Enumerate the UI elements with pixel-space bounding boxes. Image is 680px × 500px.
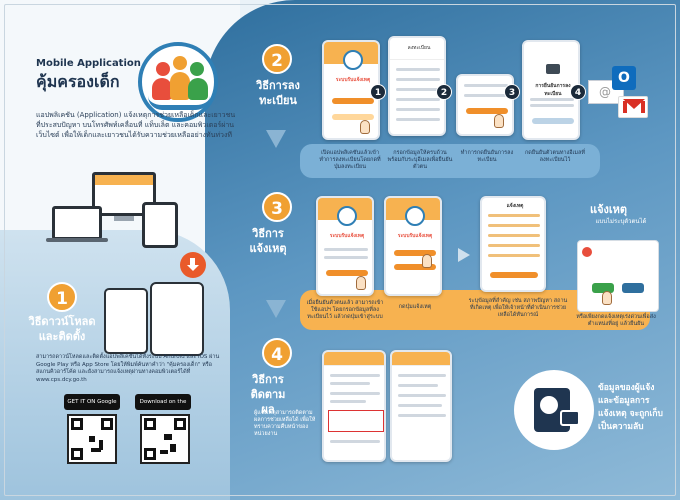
flow-arrow-right — [458, 248, 470, 262]
flow-arrow-2 — [266, 300, 286, 318]
google-play-button[interactable]: GET IT ON Google Play — [64, 394, 120, 421]
download-instructions: สามารถดาวน์โหลดและติดตั้งแอปพลิเคชันได้ท… — [36, 354, 220, 383]
report-phone-1: ระบบรับแจ้งเหตุ — [316, 196, 374, 296]
report-phone-3: แจ้งเหตุ — [480, 196, 546, 292]
flow-arrow-1 — [266, 130, 286, 148]
cancel-button[interactable] — [622, 283, 644, 293]
app-title-en: Mobile Application — [36, 58, 141, 69]
notify-anon-subtitle: แบบไม่ระบุตัวตนได้ — [595, 218, 647, 225]
register-step-badge-3: 3 — [504, 84, 520, 100]
step-4-number: 4 — [262, 338, 292, 368]
confirm-button[interactable] — [592, 283, 614, 293]
register-caption-3: ทำการกดยืนยันการลงทะเบียน — [460, 150, 514, 163]
privacy-text: ข้อมูลของผู้แจ้งและข้อมูลการแจ้งเหตุ จะถ… — [598, 383, 663, 432]
devices-illustration — [46, 172, 212, 282]
step-2-label: วิธีการลงทะเบียน — [256, 79, 300, 107]
tracking-caption: ผู้แจ้งเหตุสามารถติดตามผลการช่วยเหลือได้… — [254, 410, 316, 437]
step-3-number: 3 — [262, 192, 292, 222]
tracking-phone-1 — [322, 350, 386, 462]
step-1-label: วิธีดาวน์โหลดและติดตั้ง — [28, 315, 96, 343]
alert-icon — [582, 247, 592, 257]
phones-illustration — [104, 282, 224, 362]
report-phone-2: ระบบรับแจ้งเหตุ — [384, 196, 442, 296]
step-2-number: 2 — [262, 44, 292, 74]
gmail-icon — [618, 96, 648, 118]
report-caption-2: กดปุ่มแจ้งเหตุ — [398, 304, 432, 310]
register-caption-1: เปิดแอปพลิเคชันแล้วเข้าทำการลงทะเบียนโดย… — [319, 150, 381, 170]
tracking-phone-2 — [390, 350, 452, 462]
urgent-report-dialog — [577, 240, 659, 312]
register-step-badge-4: 4 — [570, 84, 586, 100]
register-step-badge-2: 2 — [436, 84, 452, 100]
app-title-th: คุ้มครองเด็ก — [36, 72, 120, 91]
outlook-icon: O — [612, 66, 636, 90]
register-caption-band — [300, 144, 600, 178]
app-description: แอปพลิเคชัน (Application) แจ้งเหตุการช่ว… — [36, 111, 236, 139]
step-3-label: วิธีการแจ้งเหตุ — [249, 227, 287, 255]
notify-anon-title: แจ้งเหตุ — [590, 203, 628, 216]
register-phone-3 — [456, 74, 514, 136]
qr-code-android[interactable] — [67, 414, 117, 464]
register-caption-2: กรอกข้อมูลให้ครบถ้วน พร้อมกับระบุอีเมลเพ… — [387, 150, 453, 170]
register-step-badge-1: 1 — [370, 84, 386, 100]
report-caption-3: ระบุข้อมูลที่สำคัญ เช่น สภาพปัญหา สถานที… — [468, 298, 568, 318]
step-1-number: 1 — [47, 282, 77, 312]
step-4-label: วิธีการติดตามผล — [250, 373, 286, 416]
download-icon — [180, 252, 206, 278]
privacy-lock-icon — [514, 370, 594, 450]
email-icons: @ O — [588, 66, 668, 126]
register-phone-2: ลงทะเบียน — [388, 36, 446, 136]
app-store-button[interactable]: Download on the App Store — [135, 394, 191, 421]
report-caption-1: เมื่อยืนยันตัวตนแล้ว สามารถเข้าใช้แอปฯ โ… — [306, 300, 384, 320]
qr-code-ios[interactable] — [140, 414, 190, 464]
register-caption-4: กดยืนยันตัวตนทางอีเมลที่ลงทะเบียนไว้ — [524, 150, 586, 163]
envelope-icon — [546, 64, 560, 74]
app-logo — [138, 42, 218, 122]
report-caption-4: หรือเพียงกดแจ้งเหตุเร่งด่วนเพื่อส่งตำแหน… — [576, 314, 656, 327]
